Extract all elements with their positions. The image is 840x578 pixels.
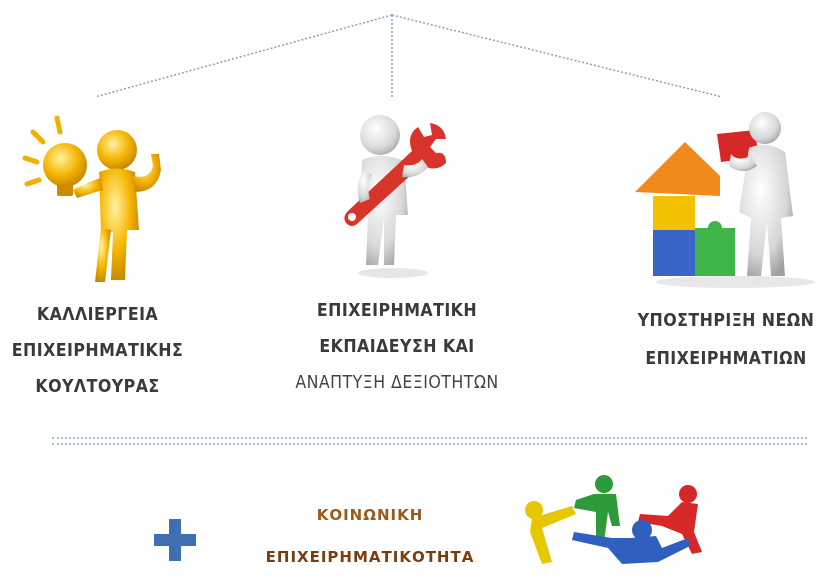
plus-icon: [154, 519, 196, 561]
bottom-line: ΚΟΙΝΩΝΙΚΗ: [316, 506, 424, 524]
caption-line: ΕΠΙΧΕΙΡΗΜΑΤΙΚΗ: [316, 300, 478, 321]
social-entrepreneurship-title: ΚΟΙΝΩΝΙΚΗ ΕΠΙΧΕΙΡΗΜΑΤΙΚΟΤΗΤΑ: [230, 494, 510, 578]
caption-line: ΚΑΛΛΙΕΡΓΕΙΑ: [36, 304, 159, 325]
caption-education: ΕΠΙΧΕΙΡΗΜΑΤΙΚΗ ΕΚΠΑΙΔΕΥΣΗ ΚΑΙ ΑΝΑΠΤΥΞΗ Δ…: [278, 293, 516, 401]
caption-line: ΑΝΑΠΤΥΞΗ ΔΕΞΙΟΤΗΤΩΝ: [295, 372, 499, 393]
caption-line: ΚΟΥΛΤΟΥΡΑΣ: [35, 376, 160, 397]
wrench-person-icon: [344, 115, 446, 278]
caption-line: ΕΠΙΧΕΙΡΗΜΑΤΙΚΗΣ: [11, 340, 184, 361]
lightbulb-person-icon: [22, 115, 161, 282]
people-circle-icon: [525, 475, 702, 564]
puzzle-house-person-icon: [635, 112, 815, 288]
divider-line: [52, 443, 807, 445]
divider-line: [52, 437, 807, 439]
caption-support: ΥΠΟΣΤΗΡΙΞΗ ΝΕΩΝ ΕΠΙΧΕΙΡΗΜΑΤΙΩΝ: [626, 302, 827, 378]
caption-line: ΕΠΙΧΕΙΡΗΜΑΤΙΩΝ: [645, 348, 807, 369]
bottom-line: ΕΠΙΧΕΙΡΗΜΑΤΙΚΟΤΗΤΑ: [265, 548, 475, 566]
caption-line: ΕΚΠΑΙΔΕΥΣΗ ΚΑΙ: [319, 336, 475, 357]
caption-line: ΥΠΟΣΤΗΡΙΞΗ ΝΕΩΝ: [637, 310, 815, 331]
caption-culture: ΚΑΛΛΙΕΡΓΕΙΑ ΕΠΙΧΕΙΡΗΜΑΤΙΚΗΣ ΚΟΥΛΤΟΥΡΑΣ: [12, 297, 184, 405]
connector-lines: [94, 14, 723, 98]
